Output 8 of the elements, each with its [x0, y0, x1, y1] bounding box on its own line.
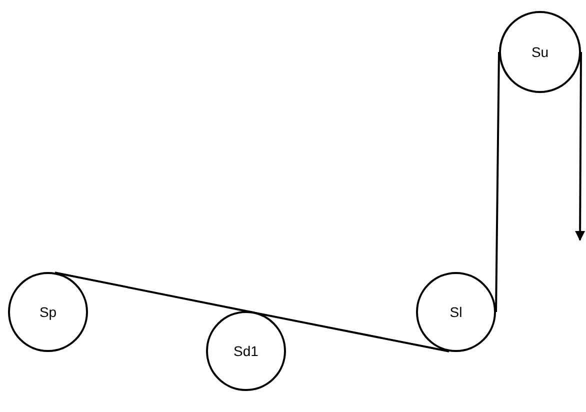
pulley-label: Su	[531, 44, 549, 60]
pulley-label: Sl	[450, 304, 462, 320]
pulley-label: Sd1	[234, 343, 258, 359]
arrow	[575, 52, 586, 241]
belt-line	[246, 310, 450, 352]
belt-line	[495, 52, 500, 312]
pulley-label: Sp	[39, 304, 57, 320]
belt-line	[54, 272, 246, 312]
